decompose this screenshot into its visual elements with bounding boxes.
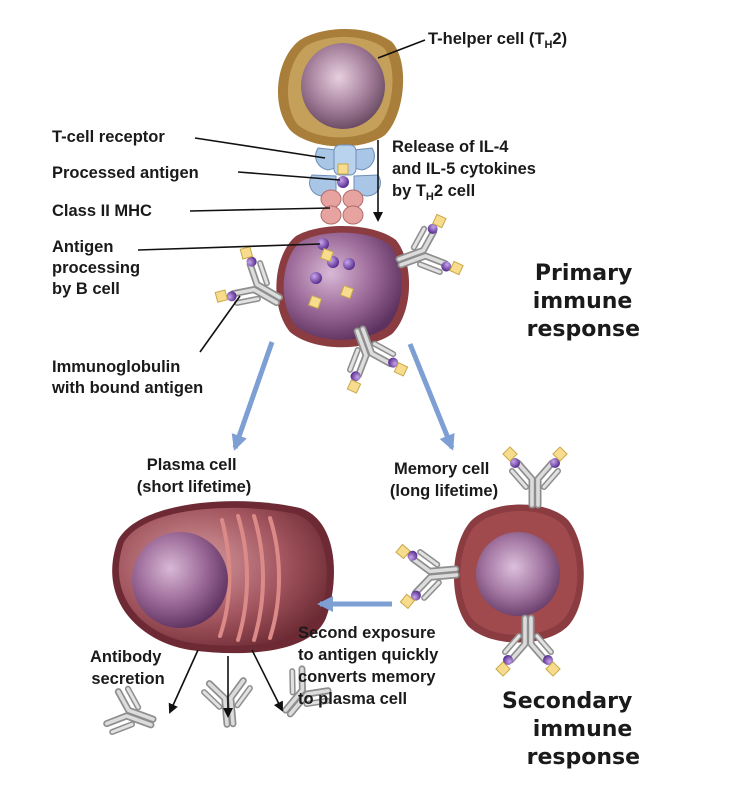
to-memory-arrow — [407, 343, 455, 451]
secretion-arrow-3 — [251, 649, 283, 712]
t-helper-cell — [277, 29, 404, 147]
processed-antigen — [337, 163, 349, 188]
secretion-arrow-1 — [168, 649, 199, 714]
label-antigen-processing: Antigen processing by B cell — [52, 238, 145, 298]
label-immunoglobulin: Immunoglobulin with bound antigen — [51, 358, 203, 397]
process-arrows — [168, 140, 455, 718]
plasma-cell — [112, 501, 334, 654]
b-cell — [276, 225, 410, 348]
label-plasma-cell: Plasma cell (short lifetime) — [137, 456, 252, 496]
to-plasma-arrow — [231, 341, 275, 451]
label-memory-cell: Memory cell (long lifetime) — [390, 460, 498, 500]
label-class2-mhc: Class II MHC — [52, 202, 152, 220]
class-ii-mhc — [320, 189, 364, 225]
t-cell-receptor — [309, 144, 381, 197]
label-tcell-receptor: T-cell receptor — [52, 128, 165, 146]
label-antibody-secretion: Antibody secretion — [90, 648, 166, 688]
label-primary-response: Primary immune response — [527, 261, 640, 342]
leader-lines — [137, 39, 426, 353]
label-secondary-response: Secondary immune response — [502, 689, 640, 770]
memory-cell — [453, 504, 584, 643]
label-t-helper: T-helper cell (TH2) — [428, 30, 567, 51]
label-cytokine-release: Release of IL-4 and IL-5 cytokines by TH… — [392, 138, 541, 203]
label-processed-antigen: Processed antigen — [52, 164, 199, 182]
label-second-exposure: Second exposure to antigen quickly conve… — [298, 624, 443, 708]
